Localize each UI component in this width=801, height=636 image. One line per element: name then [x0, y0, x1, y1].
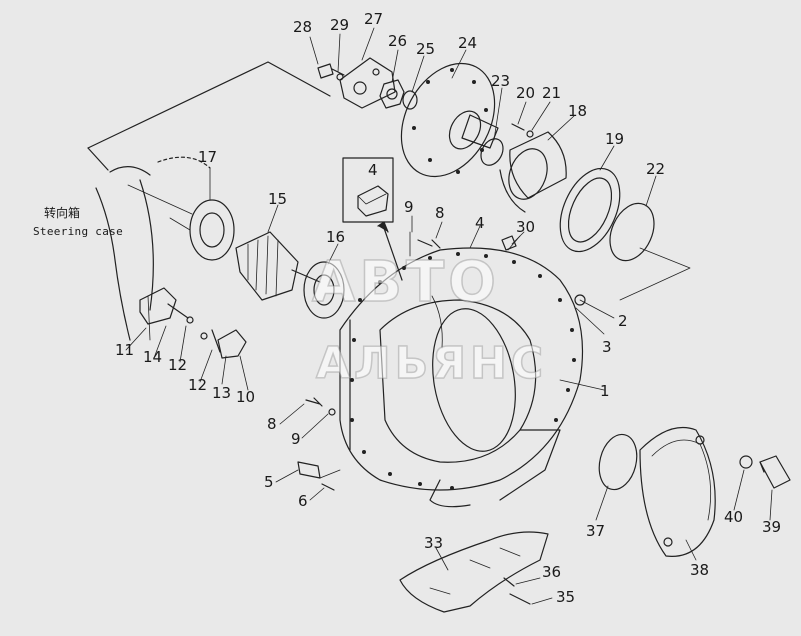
callout-3: 3	[602, 338, 612, 356]
callout-4-housing: 4	[475, 214, 485, 232]
callout-16: 16	[326, 228, 346, 246]
watermark-line-1: АВТО	[311, 249, 500, 316]
watermark-line-2: АЛЬЯНС	[315, 337, 548, 390]
callout-25: 25	[416, 40, 436, 58]
nut-26	[379, 79, 405, 109]
callout-40: 40	[724, 508, 744, 526]
bearing-cover-27	[339, 57, 396, 109]
pinion-shaft-15	[235, 231, 321, 301]
callout-14: 14	[143, 348, 163, 366]
callout-38: 38	[690, 561, 710, 579]
breather-2	[574, 294, 615, 335]
callout-12-b: 12	[188, 376, 208, 394]
washer-40	[739, 455, 753, 469]
bracket-11	[139, 287, 194, 341]
callout-9-upper: 9	[404, 198, 414, 216]
bolt-35	[509, 593, 531, 605]
callout-19: 19	[605, 130, 625, 148]
callout-10: 10	[236, 388, 256, 406]
callout-21: 21	[542, 84, 562, 102]
callout-39: 39	[762, 518, 782, 536]
callout-24: 24	[458, 34, 478, 52]
bolt-6	[321, 483, 335, 491]
bolt-8-upper	[417, 239, 441, 249]
callout-35: 35	[556, 588, 576, 606]
callout-12-a: 12	[168, 356, 188, 374]
bracket-13	[200, 329, 247, 359]
callout-9-lower: 9	[291, 430, 301, 448]
end-cover-38	[639, 426, 716, 557]
bolt-39	[759, 455, 791, 489]
callout-28: 28	[293, 18, 313, 36]
callout-37: 37	[586, 522, 606, 540]
bearing-cage-18	[499, 131, 567, 213]
callout-17: 17	[198, 148, 218, 166]
bearing-17	[127, 184, 235, 261]
flange-hub-24	[400, 62, 499, 178]
bolt-28	[317, 63, 345, 79]
steering-housing-1	[319, 247, 584, 508]
washer-29	[336, 73, 344, 81]
callout-27: 27	[364, 10, 384, 28]
o-ring-22	[609, 202, 655, 262]
callout-8-upper: 8	[435, 204, 445, 222]
shim-19	[559, 167, 621, 253]
leader-lines	[125, 27, 773, 605]
callout-15: 15	[268, 190, 288, 208]
steering-case-label-cn: 转向箱	[44, 206, 81, 220]
bearing-16	[303, 261, 345, 319]
callout-22: 22	[646, 160, 666, 178]
bolt-8-lower	[305, 397, 323, 407]
callout-1: 1	[600, 382, 610, 400]
guard-33	[399, 531, 549, 613]
washer-21	[526, 130, 534, 138]
callout-13: 13	[212, 384, 232, 402]
callout-4-inset: 4	[368, 161, 378, 179]
callout-11: 11	[115, 341, 135, 359]
seal-23	[480, 138, 504, 166]
callout-6: 6	[298, 492, 308, 510]
bolt-20	[511, 123, 525, 131]
callout-26: 26	[388, 32, 408, 50]
callout-5: 5	[264, 473, 274, 491]
washer-25	[402, 90, 418, 110]
callout-2: 2	[618, 312, 628, 330]
o-ring-37	[598, 433, 638, 491]
dowel-5	[297, 461, 321, 479]
callout-29: 29	[330, 16, 350, 34]
detail-inset-4	[342, 157, 403, 281]
washer-9-lower	[328, 408, 336, 416]
callout-8-lower: 8	[267, 415, 277, 433]
steering-case-outline	[87, 61, 331, 341]
callout-23: 23	[491, 72, 511, 90]
callout-30: 30	[516, 218, 536, 236]
plug-30	[501, 235, 517, 251]
callout-33: 33	[424, 534, 444, 552]
callout-18: 18	[568, 102, 588, 120]
callout-20: 20	[516, 84, 536, 102]
washer-36	[503, 577, 515, 587]
callout-36: 36	[542, 563, 562, 581]
steering-case-label-en: Steering case	[33, 225, 123, 238]
